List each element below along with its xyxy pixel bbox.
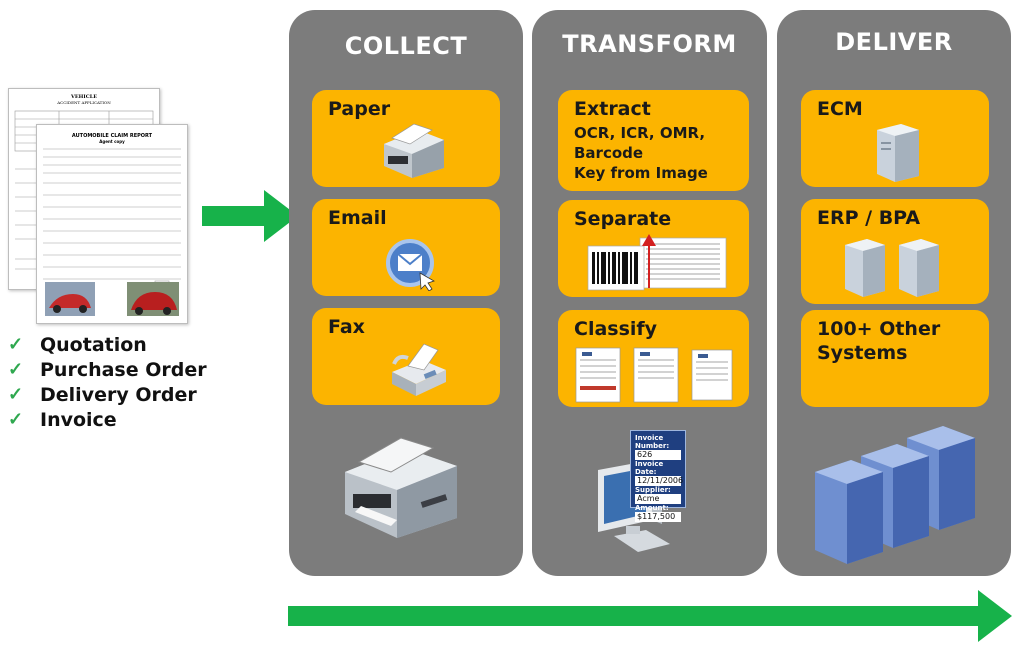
car-damage-photos	[45, 282, 179, 316]
invoice-data-panel: Invoice Number: 626 Invoice Date: 12/11/…	[630, 430, 686, 522]
card-ecm: ECM	[801, 90, 989, 187]
server-icon	[877, 124, 919, 182]
card-label: Email	[328, 207, 387, 229]
invoice-field-label: Supplier:	[635, 486, 671, 494]
card-label: ERP / BPA	[817, 207, 921, 229]
card-label: Paper	[328, 98, 391, 120]
column-deliver: DELIVER ECM ERP / BPA 100+	[777, 10, 1011, 576]
document-back-subtitle: ACCIDENT APPLICATION	[57, 100, 111, 105]
invoice-field-value: 626	[635, 450, 681, 460]
document-front-subtitle: Agent copy	[99, 139, 125, 144]
checkmark-icon: ✓	[8, 359, 24, 379]
checkmark-icon: ✓	[8, 334, 24, 354]
scanner-icon	[384, 123, 444, 178]
column-title: DELIVER	[835, 28, 953, 56]
separator-sheet-icon	[587, 234, 727, 291]
list-item: ✓ Delivery Order	[8, 383, 197, 406]
column-title: TRANSFORM	[562, 30, 737, 58]
card-paper: Paper	[312, 90, 500, 187]
column-title: COLLECT	[344, 32, 468, 60]
document-back-title: VEHICLE	[70, 94, 98, 100]
invoice-field-value: Acme	[635, 494, 681, 504]
invoice-field-label: Invoice Number:	[635, 434, 670, 450]
fax-icon	[392, 343, 446, 396]
email-icon	[386, 239, 435, 291]
list-item: ✓ Invoice	[8, 408, 117, 431]
server-rack-icon	[815, 426, 975, 564]
card-fax: Fax	[312, 308, 500, 405]
card-sublabel: OCR, ICR, OMR, Barcode Key from Image	[574, 124, 708, 182]
card-separate: Separate	[558, 200, 749, 297]
invoice-field-label: Invoice Date:	[635, 460, 664, 476]
document-type-list: ✓ Quotation ✓ Purchase Order ✓ Delivery …	[8, 332, 207, 432]
card-label: ECM	[817, 98, 863, 120]
card-extract: Extract OCR, ICR, OMR, Barcode Key from …	[558, 90, 749, 191]
invoice-field-value: 12/11/2006	[635, 476, 684, 486]
card-email: Email	[312, 199, 500, 296]
server-icon	[845, 239, 939, 297]
column-transform: TRANSFORM Extract OCR, ICR, OMR, Barcode…	[532, 10, 767, 576]
invoice-field-value: $117,500	[635, 512, 681, 522]
checkmark-icon: ✓	[8, 384, 24, 404]
scanner-icon	[345, 437, 457, 538]
card-label: Fax	[328, 316, 365, 338]
card-label: 100+ Other Systems	[817, 318, 941, 364]
checkmark-icon: ✓	[8, 409, 24, 429]
invoice-field-label: Amount:	[635, 504, 669, 512]
list-item: ✓ Quotation	[8, 333, 147, 356]
classified-documents-icon	[575, 347, 733, 403]
card-label: Classify	[574, 318, 658, 340]
column-collect: COLLECT Paper Email Fax	[289, 10, 523, 576]
card-label: Extract	[574, 98, 651, 120]
process-flow-arrow-icon	[288, 590, 1012, 642]
list-item: ✓ Purchase Order	[8, 358, 207, 381]
card-erp-bpa: ERP / BPA	[801, 199, 989, 304]
input-arrow-icon	[202, 190, 298, 242]
card-classify: Classify	[558, 310, 749, 407]
document-front: AUTOMOBILE CLAIM REPORT Agent copy	[36, 124, 188, 324]
card-other-systems: 100+ Other Systems	[801, 310, 989, 407]
document-front-title: AUTOMOBILE CLAIM REPORT	[71, 133, 153, 139]
card-label: Separate	[574, 208, 672, 230]
